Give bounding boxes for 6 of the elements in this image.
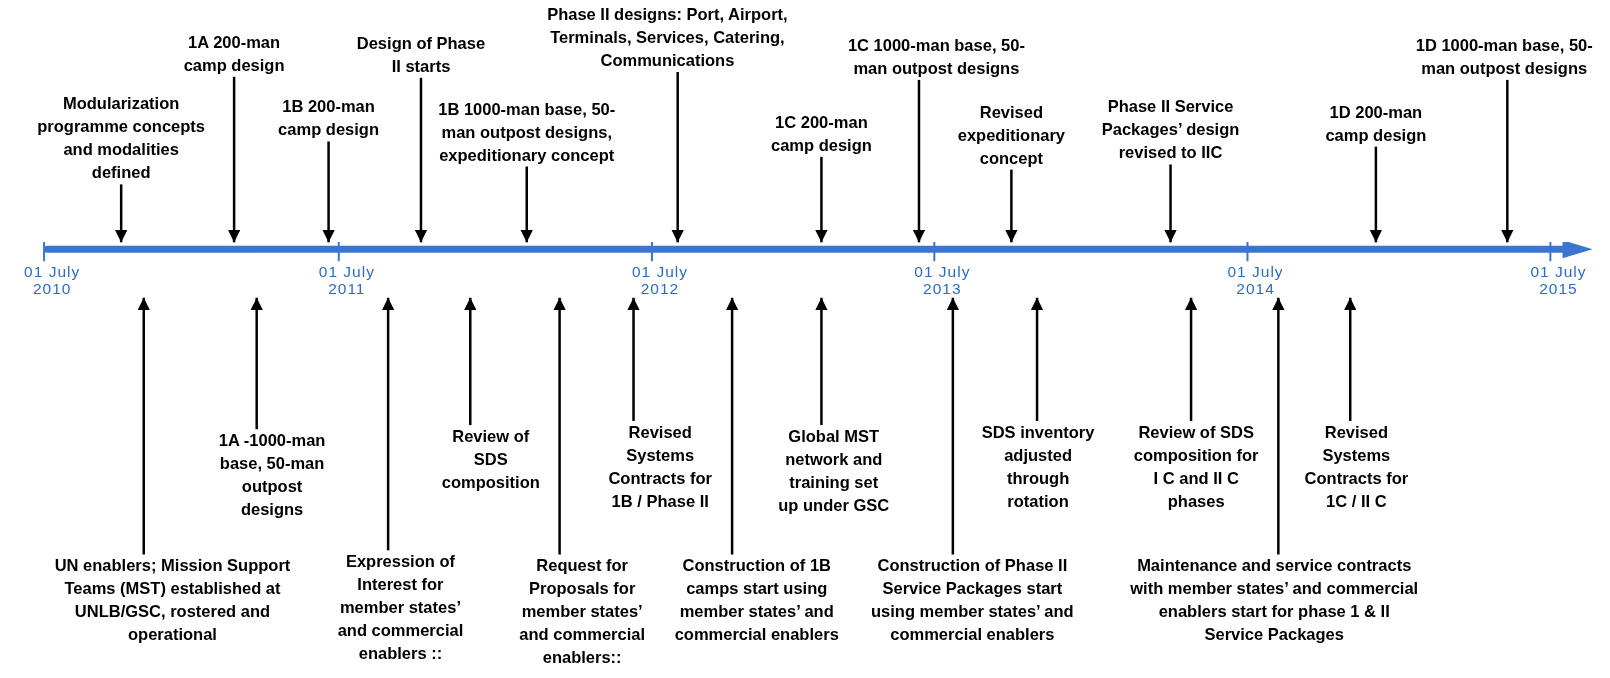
date-label: 01 July 2015 xyxy=(1529,262,1588,297)
date-label: 01 July 2010 xyxy=(23,262,82,297)
date-label: 01 July 2012 xyxy=(630,262,690,297)
date-label: 01 July 2014 xyxy=(1226,262,1285,297)
date-label: 01 July 2011 xyxy=(317,262,376,297)
date-label: 01 July 2013 xyxy=(913,262,972,297)
